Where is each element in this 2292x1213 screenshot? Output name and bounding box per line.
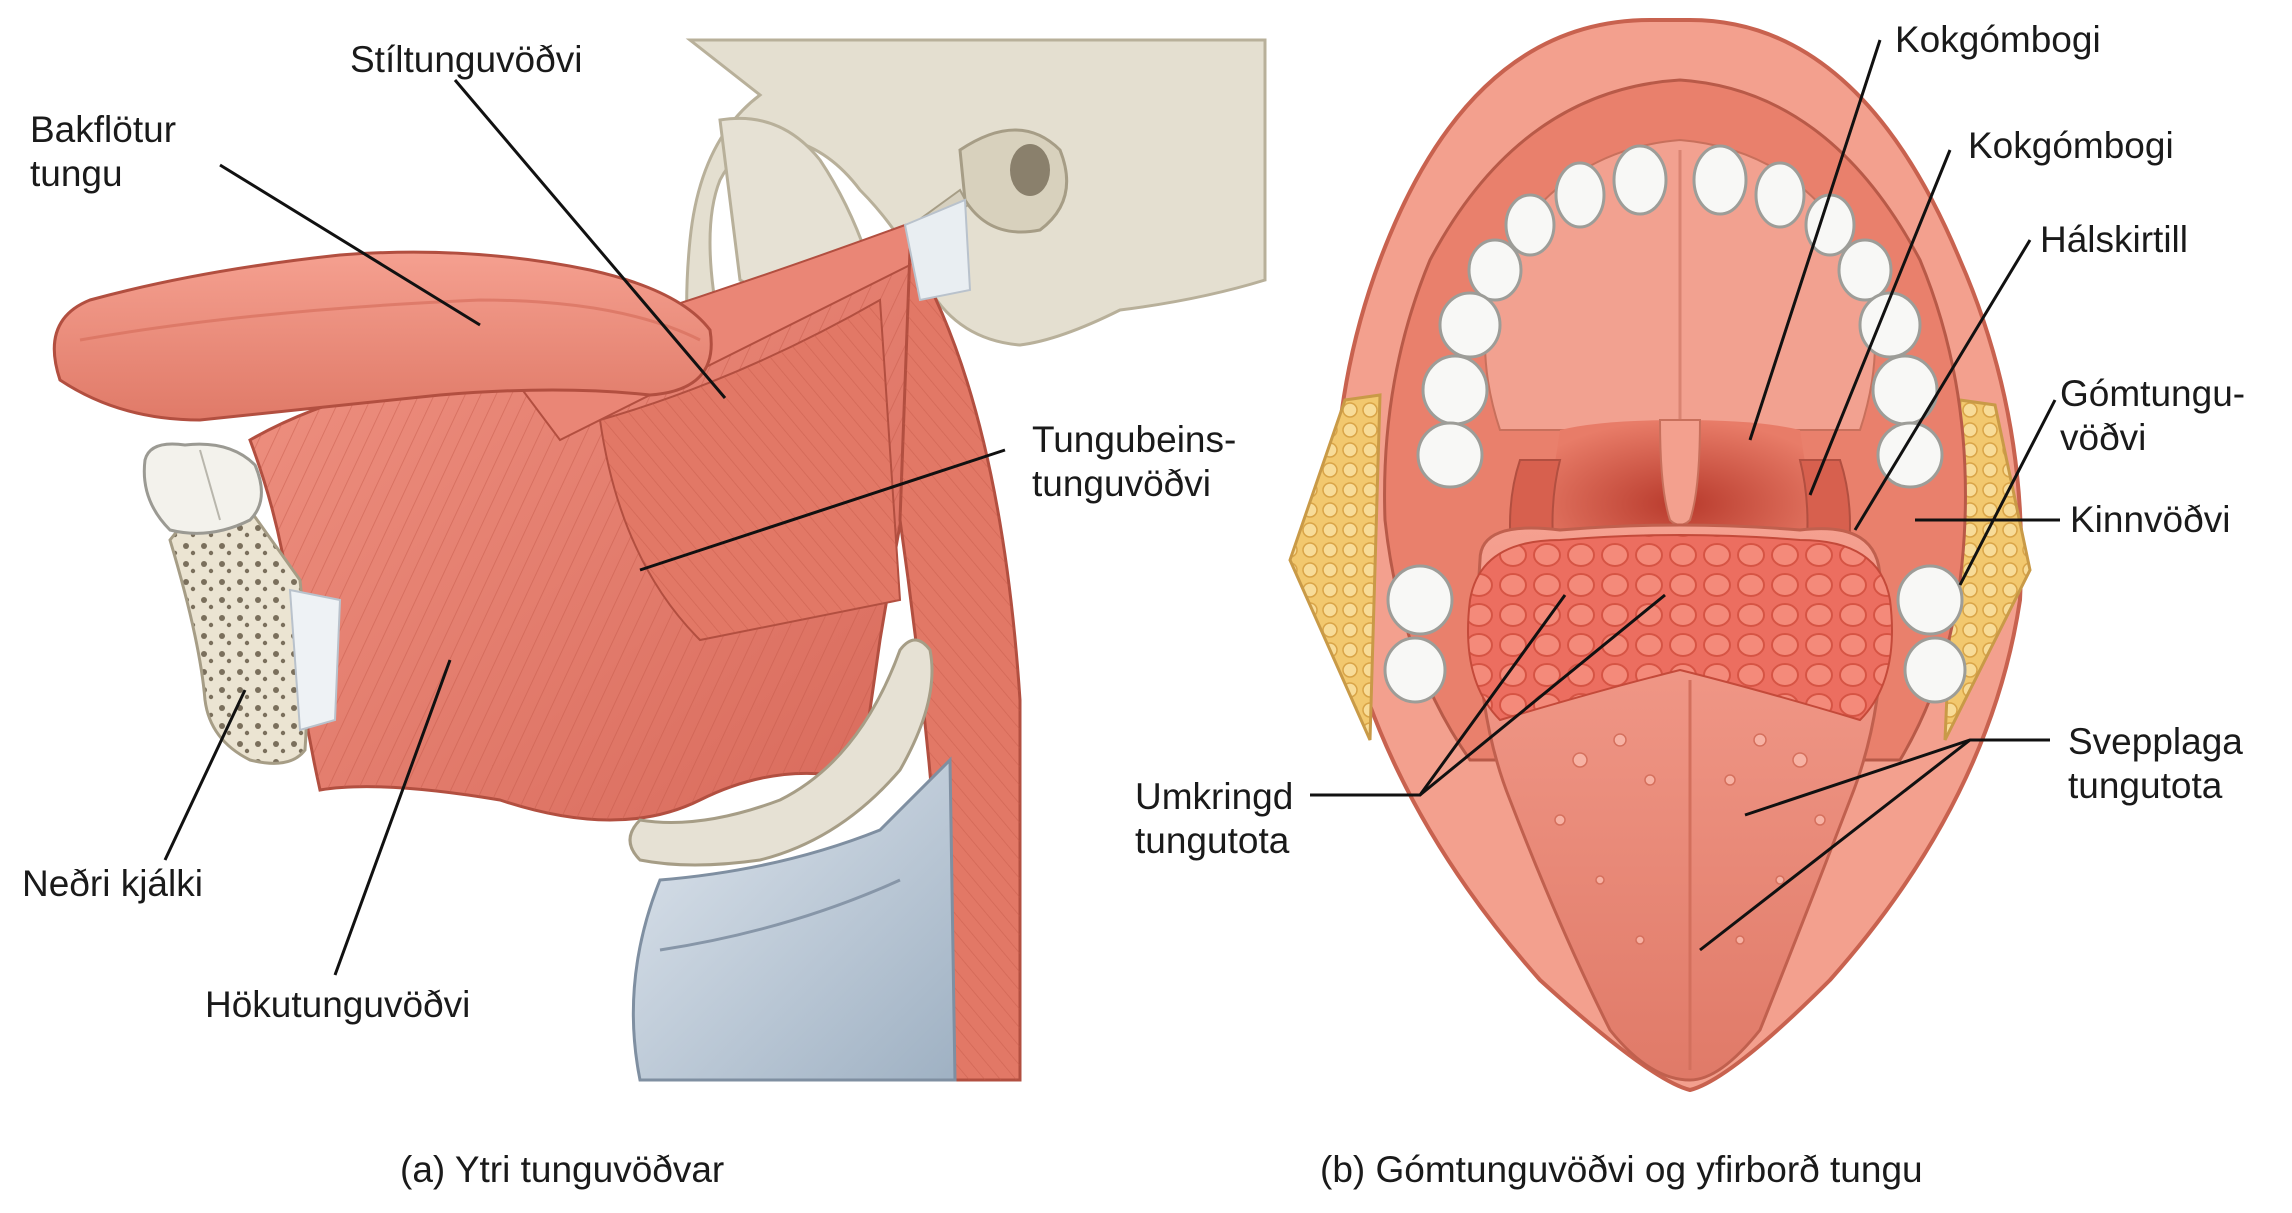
tongue-body: [52, 250, 713, 422]
label-mandible: Neðri kjálki: [22, 863, 203, 904]
label-buccinator: Kinnvöðvi: [2070, 499, 2231, 540]
ear-canal: [1010, 144, 1050, 196]
label-hyoglossus-line1: Tungubeins-: [1032, 419, 1237, 460]
leader-arch1: [1748, 39, 1882, 441]
hyoid-bone: [628, 638, 934, 867]
fat-pad-left: [1288, 393, 1382, 741]
label-palatoglossus-line2: vöðvi: [2060, 417, 2147, 458]
label-dorsum: Bakflötur tungu: [30, 108, 176, 196]
label-circumvallate-line2: tungutota: [1135, 820, 1290, 861]
leader-genioglossus: [333, 659, 452, 976]
label-fungiform: Svepplaga tungutota: [2068, 720, 2243, 808]
fungiform-dots: [1554, 733, 1826, 945]
label-hyoglossus: Tungubeins- tunguvöðvi: [1032, 418, 1236, 506]
caption-panel-b: (b) Gómtunguvöðvi og yfirborð tungu: [1320, 1149, 1923, 1190]
label-dorsum-line2: tungu: [30, 153, 123, 194]
label-fungiform-line1: Svepplaga: [2068, 721, 2243, 762]
leader-styloglossus: [453, 79, 727, 399]
label-genioglossus: Hökutunguvöðvi: [205, 984, 471, 1025]
caption-panel-a: (a) Ytri tunguvöðvar: [400, 1149, 725, 1190]
leader-palatoglossus: [1958, 399, 2057, 586]
label-arch-1: Kokgómbogi: [1895, 19, 2101, 60]
skull-bone: [685, 38, 1267, 421]
upper-teeth: [1416, 144, 1944, 489]
label-tonsil: Hálskirtill: [2040, 219, 2188, 260]
incisor-teeth: [142, 442, 263, 535]
label-dorsum-line1: Bakflötur: [30, 109, 177, 150]
leader-dorsum: [219, 163, 481, 327]
label-hyoglossus-line2: tunguvöðvi: [1032, 463, 1211, 504]
panel-b-illustration: [1288, 18, 2032, 1093]
papillae-zone: [1467, 534, 1893, 722]
leader-mandible: [163, 689, 247, 861]
leader-hyoglossus: [639, 448, 1006, 572]
label-circumvallate: Umkringd tungutota: [1135, 775, 1293, 863]
lower-teeth: [1383, 564, 1967, 704]
label-palatoglossus-line1: Gómtungu-: [2060, 373, 2246, 414]
leader-arch2: [1808, 149, 1952, 496]
leader-tonsil: [1853, 239, 2032, 531]
tendon: [903, 198, 972, 302]
label-palatoglossus: Gómtungu- vöðvi: [2060, 372, 2245, 460]
label-styloglossus: Stíltunguvöðvi: [350, 39, 583, 80]
label-circumvallate-line1: Umkringd: [1135, 776, 1294, 817]
label-arch-2: Kokgómbogi: [1968, 125, 2174, 166]
leader-lines: [163, 39, 2060, 976]
panel-a-illustration: [52, 38, 1267, 1082]
label-fungiform-line2: tungutota: [2068, 765, 2223, 806]
